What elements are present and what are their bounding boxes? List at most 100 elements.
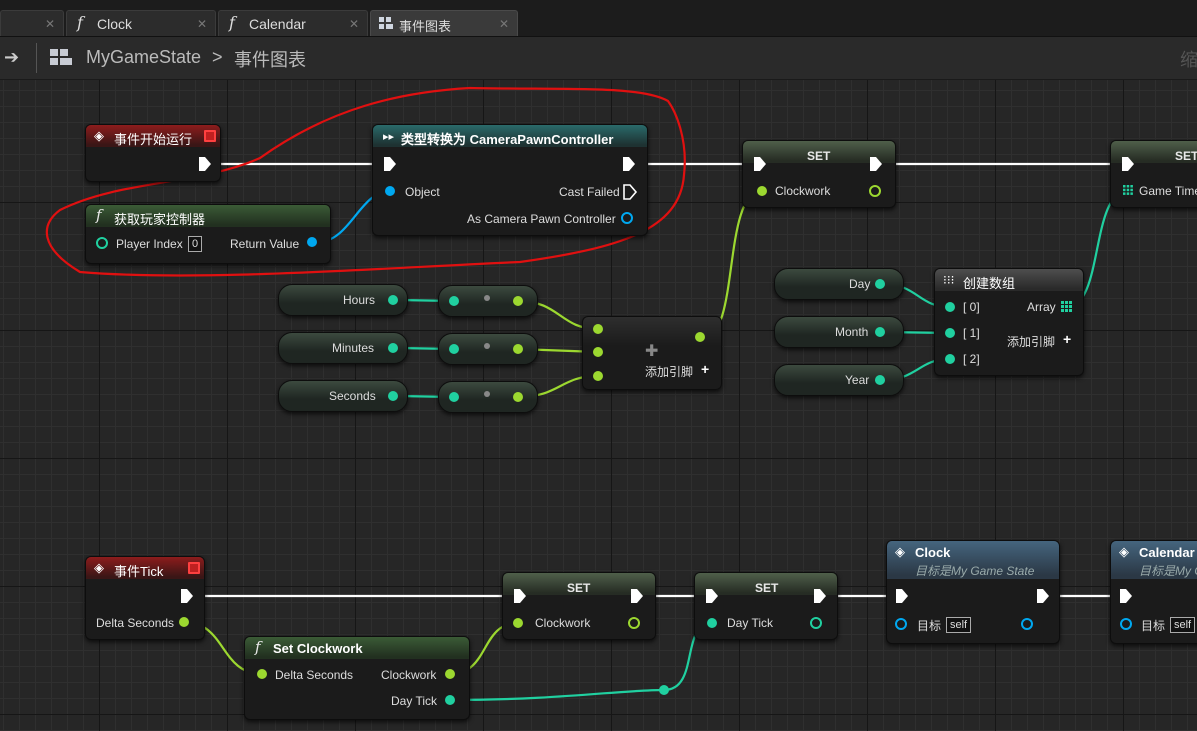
node-header xyxy=(743,141,895,163)
exec-pin-icon[interactable] xyxy=(754,157,766,171)
close-icon[interactable]: ✕ xyxy=(498,17,509,31)
conversion-dot-icon xyxy=(484,391,490,397)
delegate-pin-icon[interactable] xyxy=(188,562,200,574)
float-pin-icon[interactable] xyxy=(593,324,603,334)
add-pin-icon[interactable]: + xyxy=(1063,331,1072,347)
int-pin-icon[interactable] xyxy=(707,618,717,628)
get-minutes-node[interactable]: Minutes xyxy=(278,332,408,364)
exec-pin-icon[interactable] xyxy=(384,157,396,171)
exec-pin-icon[interactable] xyxy=(1120,589,1132,603)
tab-calendar[interactable]: f Calendar ✕ xyxy=(218,10,368,36)
make-struct-node[interactable]: ✚ 添加引脚 + xyxy=(582,316,722,390)
float-pin-icon[interactable] xyxy=(513,618,523,628)
cast-failed-pin-icon[interactable] xyxy=(623,184,638,200)
exec-pin-icon[interactable] xyxy=(623,157,635,171)
get-hours-node[interactable]: Hours xyxy=(278,284,408,316)
tab-event-graph[interactable]: 事件图表 ✕ xyxy=(370,10,518,36)
int-pin-icon[interactable] xyxy=(875,327,885,337)
exec-pin-icon[interactable] xyxy=(1122,157,1134,171)
target-input[interactable]: self xyxy=(946,617,972,633)
int-pin-icon[interactable] xyxy=(449,392,459,402)
int-pin-icon[interactable] xyxy=(875,279,885,289)
variable-label: Month xyxy=(835,325,869,339)
float-pin-icon[interactable] xyxy=(513,296,523,306)
int-pin-icon[interactable] xyxy=(945,328,955,338)
set-clockwork-function-node[interactable]: f Set Clockwork Delta Seconds Clockwork … xyxy=(244,636,470,720)
float-pin-icon[interactable] xyxy=(757,186,767,196)
get-month-node[interactable]: Month xyxy=(774,316,904,348)
tab-clock[interactable]: f Clock ✕ xyxy=(66,10,216,36)
int-wire xyxy=(449,688,665,702)
object-pin-icon[interactable] xyxy=(385,186,395,196)
object-pin-icon[interactable] xyxy=(1120,618,1132,630)
int-pin-icon[interactable] xyxy=(810,617,822,629)
tab-label: 事件图表 xyxy=(399,19,452,34)
float-pin-icon[interactable] xyxy=(628,617,640,629)
exec-pin-icon[interactable] xyxy=(514,589,526,603)
pin-label: Clockwork xyxy=(535,616,591,630)
int-pin-icon[interactable] xyxy=(388,343,398,353)
pin-label: Delta Seconds xyxy=(96,616,175,630)
float-pin-icon[interactable] xyxy=(257,669,267,679)
float-pin-icon[interactable] xyxy=(869,185,881,197)
set-clockwork-node[interactable]: SET Clockwork xyxy=(502,572,656,640)
target-input[interactable]: self xyxy=(1170,617,1196,633)
int-pin-icon[interactable] xyxy=(445,695,455,705)
int-pin-icon[interactable] xyxy=(449,296,459,306)
clock-function-call-node[interactable]: ◈ Clock 目标是My Game State 目标 self xyxy=(886,540,1060,644)
int-pin-icon[interactable] xyxy=(96,237,108,249)
object-pin-icon[interactable] xyxy=(895,618,907,630)
get-player-controller-node[interactable]: f 获取玩家控制器 Player Index 0 Return Value xyxy=(85,204,331,264)
forward-arrow-icon[interactable]: ➔ xyxy=(4,47,20,67)
array-pin-icon[interactable] xyxy=(1123,185,1133,195)
close-icon[interactable]: ✕ xyxy=(44,17,55,31)
int-pin-icon[interactable] xyxy=(388,391,398,401)
float-pin-icon[interactable] xyxy=(593,371,603,381)
float-pin-icon[interactable] xyxy=(513,344,523,354)
node-title: 获取玩家控制器 xyxy=(114,212,206,227)
int-pin-icon[interactable] xyxy=(875,375,885,385)
int-pin-icon[interactable] xyxy=(449,344,459,354)
exec-pin-icon[interactable] xyxy=(631,589,643,603)
object-pin-icon[interactable] xyxy=(307,237,317,247)
float-pin-icon[interactable] xyxy=(179,617,189,627)
float-pin-icon[interactable] xyxy=(695,332,705,342)
int-pin-icon[interactable] xyxy=(388,295,398,305)
node-header xyxy=(86,557,204,579)
add-pin-label[interactable]: 添加引脚 xyxy=(645,365,694,379)
delegate-pin-icon[interactable] xyxy=(204,130,216,142)
function-icon: f xyxy=(77,13,83,32)
int-pin-icon[interactable] xyxy=(945,354,955,364)
add-pin-label[interactable]: 添加引脚 xyxy=(1007,335,1056,349)
exec-pin-icon[interactable] xyxy=(870,157,882,171)
object-pin-icon[interactable] xyxy=(1021,618,1033,630)
breadcrumb-root[interactable]: MyGameState xyxy=(86,47,202,67)
int-pin-icon[interactable] xyxy=(945,302,955,312)
get-seconds-node[interactable]: Seconds xyxy=(278,380,408,412)
exec-pin-icon[interactable] xyxy=(199,157,211,171)
add-pin-icon[interactable]: + xyxy=(701,361,710,377)
make-array-node[interactable]: ⁝⁝⁝ 创建数组 [ 0] [ 1] [ 2] Array 添加引脚 + xyxy=(934,268,1084,376)
node-header xyxy=(1111,141,1197,163)
float-pin-icon[interactable] xyxy=(445,669,455,679)
exec-pin-icon[interactable] xyxy=(1037,589,1049,603)
exec-pin-icon[interactable] xyxy=(706,589,718,603)
float-pin-icon[interactable] xyxy=(593,347,603,357)
tab-previous[interactable]: ✕ xyxy=(0,10,64,36)
node-title: SET xyxy=(755,581,779,595)
cast-to-camera-pawn-controller-node[interactable]: ▸▸ 类型转换为 CameraPawnController Object Cas… xyxy=(372,124,648,236)
float-pin-icon[interactable] xyxy=(513,392,523,402)
array-pin-icon[interactable] xyxy=(1061,301,1072,312)
close-icon[interactable]: ✕ xyxy=(348,17,359,31)
close-icon[interactable]: ✕ xyxy=(196,17,207,31)
set-clockwork-node[interactable]: SET Clockwork xyxy=(742,140,896,208)
exec-pin-icon[interactable] xyxy=(814,589,826,603)
exec-pin-icon[interactable] xyxy=(896,589,908,603)
set-game-time-node[interactable]: SET Game Time xyxy=(1110,140,1197,208)
player-index-input[interactable]: 0 xyxy=(188,236,203,252)
exec-pin-icon[interactable] xyxy=(181,589,193,603)
event-begin-play-node[interactable]: ◈ 事件开始运行 xyxy=(85,124,221,182)
set-day-tick-node[interactable]: SET Day Tick xyxy=(694,572,838,640)
object-pin-icon[interactable] xyxy=(621,212,633,224)
node-title: 类型转换为 CameraPawnController xyxy=(401,132,614,147)
